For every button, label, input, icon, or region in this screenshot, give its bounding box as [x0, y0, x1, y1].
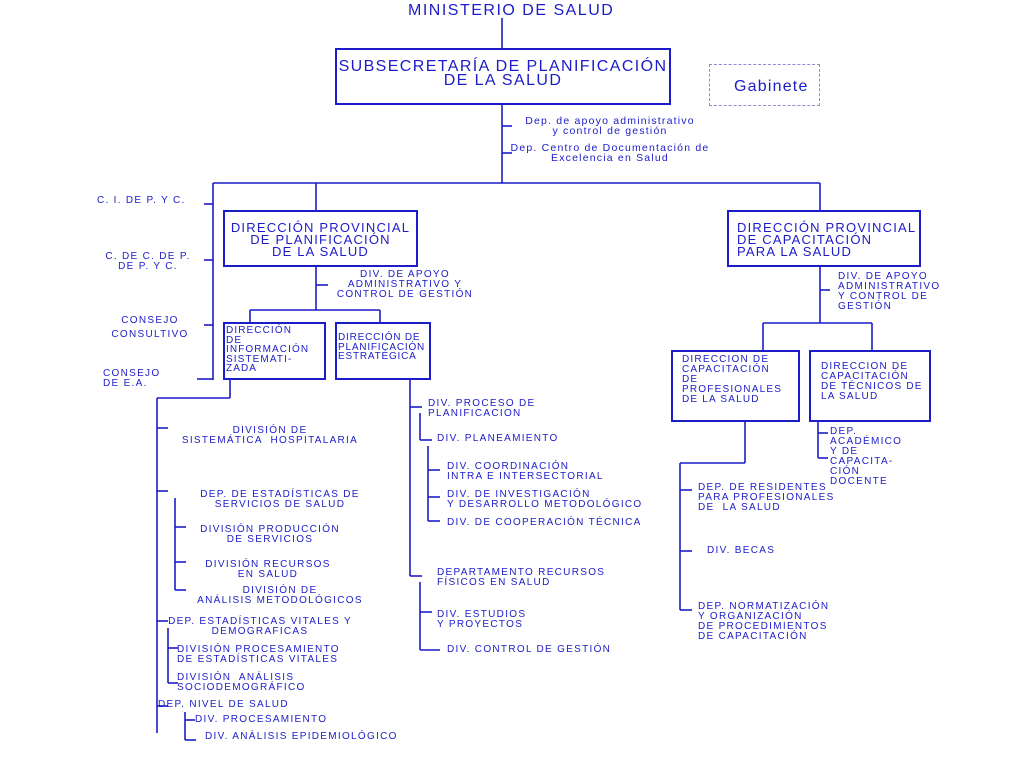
direccion-estrategica-label: DIRECCIÓN DE PLANIFICACIÓN ESTRATÉGICA: [338, 332, 426, 362]
estrategica-unit: DIV. CONTROL DE GESTIÓN: [447, 644, 612, 655]
estrategica-unit: DEPARTAMENTO RECURSOS FÍSICOS EN SALUD: [437, 567, 606, 588]
direccion-estrategica-box: DIRECCIÓN DE PLANIFICACIÓN ESTRATÉGICA: [335, 322, 431, 380]
gabinete-box: Gabinete: [709, 64, 820, 106]
gabinete-label: Gabinete: [734, 78, 809, 95]
info-unit: DIVISIÓN DE ANÁLISIS METODOLÓGICOS: [197, 585, 363, 606]
info-unit: DIV. ANÁLISIS EPIDEMIOLÓGICO: [205, 731, 398, 742]
capacitacion-div-apoyo: DIV. DE APOYO ADMINISTRATIVO Y CONTROL D…: [838, 271, 941, 312]
estrategica-unit: DIV. PROCESO DE PLANIFICACION: [428, 398, 536, 419]
direccion-tecnicos-label: DIRECCION DE CAPACITACIÓN DE TÉCNICOS DE…: [821, 361, 923, 402]
direccion-profesionales-label: DIRECCION DE CAPACITACIÓN DE PROFESIONAL…: [682, 354, 783, 405]
estrategica-unit: DIV. PLANEAMIENTO: [437, 433, 559, 444]
planificacion-div-apoyo: DIV. DE APOYO ADMINISTRATIVO Y CONTROL D…: [336, 269, 474, 300]
profesionales-unit: DIV. BECAS: [707, 545, 776, 556]
subsecretaria-box: SUBSECRETARÍA DE PLANIFICACIÓN DE LA SAL…: [335, 48, 671, 105]
direccion-capacitacion-label: DIRECCIÓN PROVINCIAL DE CAPACITACIÓN PAR…: [737, 220, 917, 259]
ministerio-title: MINISTERIO DE SALUD: [408, 2, 615, 19]
info-unit: DIVISIÓN PRODUCCIÓN DE SERVICIOS: [200, 524, 340, 545]
consejo-consultivo: CONSEJO CONSULTIVO: [111, 315, 189, 340]
info-unit: DIV. PROCESAMIENTO: [195, 714, 328, 725]
info-unit: DEP. ESTADÍSTICAS VITALES Y DEMOGRAFICAS: [168, 616, 352, 637]
profesionales-unit: DEP. DE RESIDENTES PARA PROFESIONALES DE…: [698, 482, 835, 513]
estrategica-unit: DIV. COORDINACIÓN INTRA E INTERSECTORIAL: [447, 461, 604, 482]
direccion-tecnicos-box: DIRECCION DE CAPACITACIÓN DE TÉCNICOS DE…: [809, 350, 931, 422]
direccion-planificacion-label: DIRECCIÓN PROVINCIAL DE PLANIFICACIÓN DE…: [230, 220, 411, 259]
info-unit: DEP. DE ESTADÍSTICAS DE SERVICIOS DE SAL…: [200, 489, 360, 510]
consejo-ea: CONSEJO DE E.A.: [103, 368, 161, 389]
estrategica-unit: DIV. DE INVESTIGACIÓN Y DESARROLLO METOD…: [447, 489, 643, 510]
info-unit: DIVISIÓN ANÁLISIS SOCIODEMOGRÁFICO: [177, 672, 306, 693]
consejo-cidpyc: C. I. DE P. Y C.: [97, 195, 186, 206]
info-unit: DEP. NIVEL DE SALUD: [158, 699, 289, 710]
direccion-planificacion-box: DIRECCIÓN PROVINCIAL DE PLANIFICACIÓN DE…: [223, 210, 418, 267]
dep-centro-documentacion: Dep. Centro de Documentación de Excelenc…: [510, 142, 710, 164]
direccion-informacion-label: DIRECCIÓN DE INFORMACIÓN SISTEMATI- ZADA: [226, 325, 310, 374]
tecnicos-unit: DEP. ACADÉMICO Y DE CAPACITA- CIÓN DOCEN…: [830, 426, 903, 487]
info-unit: DIVISIÓN PROCESAMIENTO DE ESTADÍSTICAS V…: [177, 644, 340, 665]
dep-apoyo-administrativo: Dep. de apoyo administrativo y control d…: [525, 115, 695, 137]
consejo-cdecdep: C. DE C. DE P. DE P. Y C.: [105, 251, 191, 272]
estrategica-unit: DIV. ESTUDIOS Y PROYECTOS: [437, 609, 527, 630]
info-unit: DIVISIÓN RECURSOS EN SALUD: [205, 559, 331, 580]
direccion-profesionales-box: DIRECCION DE CAPACITACIÓN DE PROFESIONAL…: [671, 350, 800, 422]
info-unit: DIVISIÓN DE SISTEMÁTICA HOSPITALARIA: [181, 425, 359, 446]
subsecretaria-label: SUBSECRETARÍA DE PLANIFICACIÓN DE LA SAL…: [338, 58, 668, 89]
profesionales-unit: DEP. NORMATIZACIÓN Y ORGANIZACIÓN DE PRO…: [698, 601, 830, 642]
direccion-capacitacion-box: DIRECCIÓN PROVINCIAL DE CAPACITACIÓN PAR…: [727, 210, 921, 267]
estrategica-unit: DIV. DE COOPERACIÓN TÉCNICA: [447, 517, 642, 528]
direccion-informacion-box: DIRECCIÓN DE INFORMACIÓN SISTEMATI- ZADA: [223, 322, 326, 380]
